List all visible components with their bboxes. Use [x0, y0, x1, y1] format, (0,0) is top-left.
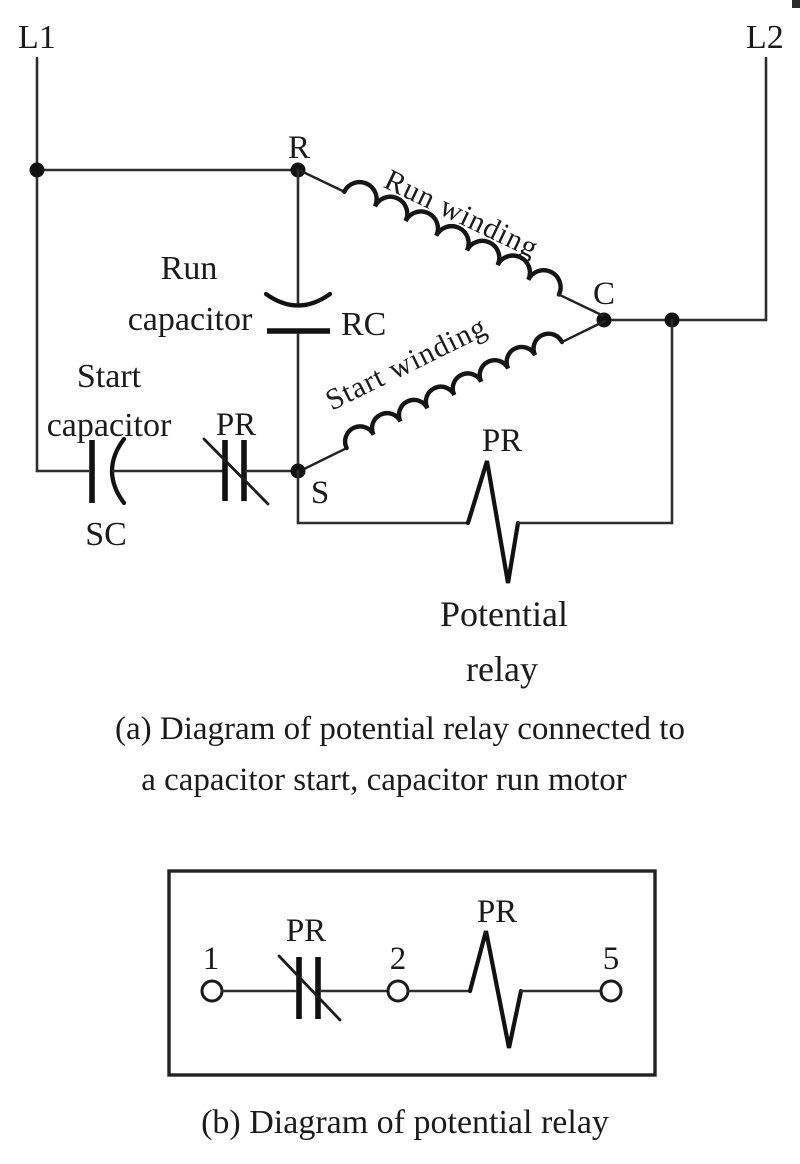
- run-capacitor-curved-plate: [263, 291, 333, 308]
- run-capacitor-name-line1: Run: [161, 250, 218, 287]
- terminal-s-label: S: [311, 475, 329, 511]
- run-winding-coil: [342, 179, 563, 297]
- start-capacitor-ref-label: SC: [85, 516, 127, 553]
- start-capacitor-name-line2: capacitor: [47, 407, 172, 444]
- pr-coil-symbol-b: [467, 930, 524, 1049]
- caption-a-line1: (a) Diagram of potential relay connected…: [115, 711, 685, 747]
- start-capacitor-name-line1: Start: [77, 358, 142, 395]
- start-winding: Start winding: [298, 310, 607, 473]
- terminal-5-circle: [599, 979, 623, 1003]
- terminal-2-label: 2: [390, 941, 407, 977]
- caption-b: (b) Diagram of potential relay: [201, 1104, 609, 1141]
- run-winding: Run winding: [299, 163, 605, 317]
- terminal-5-label: 5: [603, 941, 620, 977]
- relay-box-frame: [167, 869, 657, 1077]
- pr-coil-symbol-a: [465, 460, 521, 584]
- run-capacitor-name-line2: capacitor: [128, 301, 253, 338]
- pr-contact-label-b: PR: [286, 913, 326, 949]
- run-capacitor-ref-label: RC: [341, 306, 386, 343]
- start-winding-lead-left: [298, 446, 348, 473]
- start-winding-lead-right: [560, 319, 607, 344]
- pr-contact-slash-b: [277, 954, 342, 1022]
- run-winding-label: Run winding: [379, 163, 544, 265]
- terminal-1-label: 1: [203, 941, 220, 977]
- junction-dot-l1: [29, 162, 45, 178]
- l2-label: L2: [746, 19, 784, 56]
- potential-relay-name-line2: relay: [466, 649, 538, 689]
- diagram-a: L1 L2 R C Run winding: [18, 19, 784, 798]
- potential-relay-name-line1: Potential: [440, 594, 568, 634]
- pr-coil-label-b: PR: [477, 894, 517, 930]
- caption-a-line2: a capacitor start, capacitor run motor: [141, 762, 627, 798]
- pr-coil-label-a: PR: [482, 423, 522, 459]
- terminal-2-circle: [386, 979, 410, 1003]
- terminal-r-label: R: [288, 130, 310, 166]
- run-winding-lead-right: [557, 293, 605, 317]
- l1-label: L1: [18, 19, 56, 56]
- pr-contact-slash-a: [202, 437, 270, 506]
- run-winding-lead-left: [299, 169, 346, 193]
- terminal-c-label: C: [593, 276, 615, 312]
- scan-artifact: [792, 0, 800, 8]
- terminal-1-circle: [200, 979, 224, 1003]
- pr-contact-label-a: PR: [216, 407, 256, 443]
- diagram-b: 1 PR 2 PR 5 (b) Diagram of potential: [167, 869, 657, 1141]
